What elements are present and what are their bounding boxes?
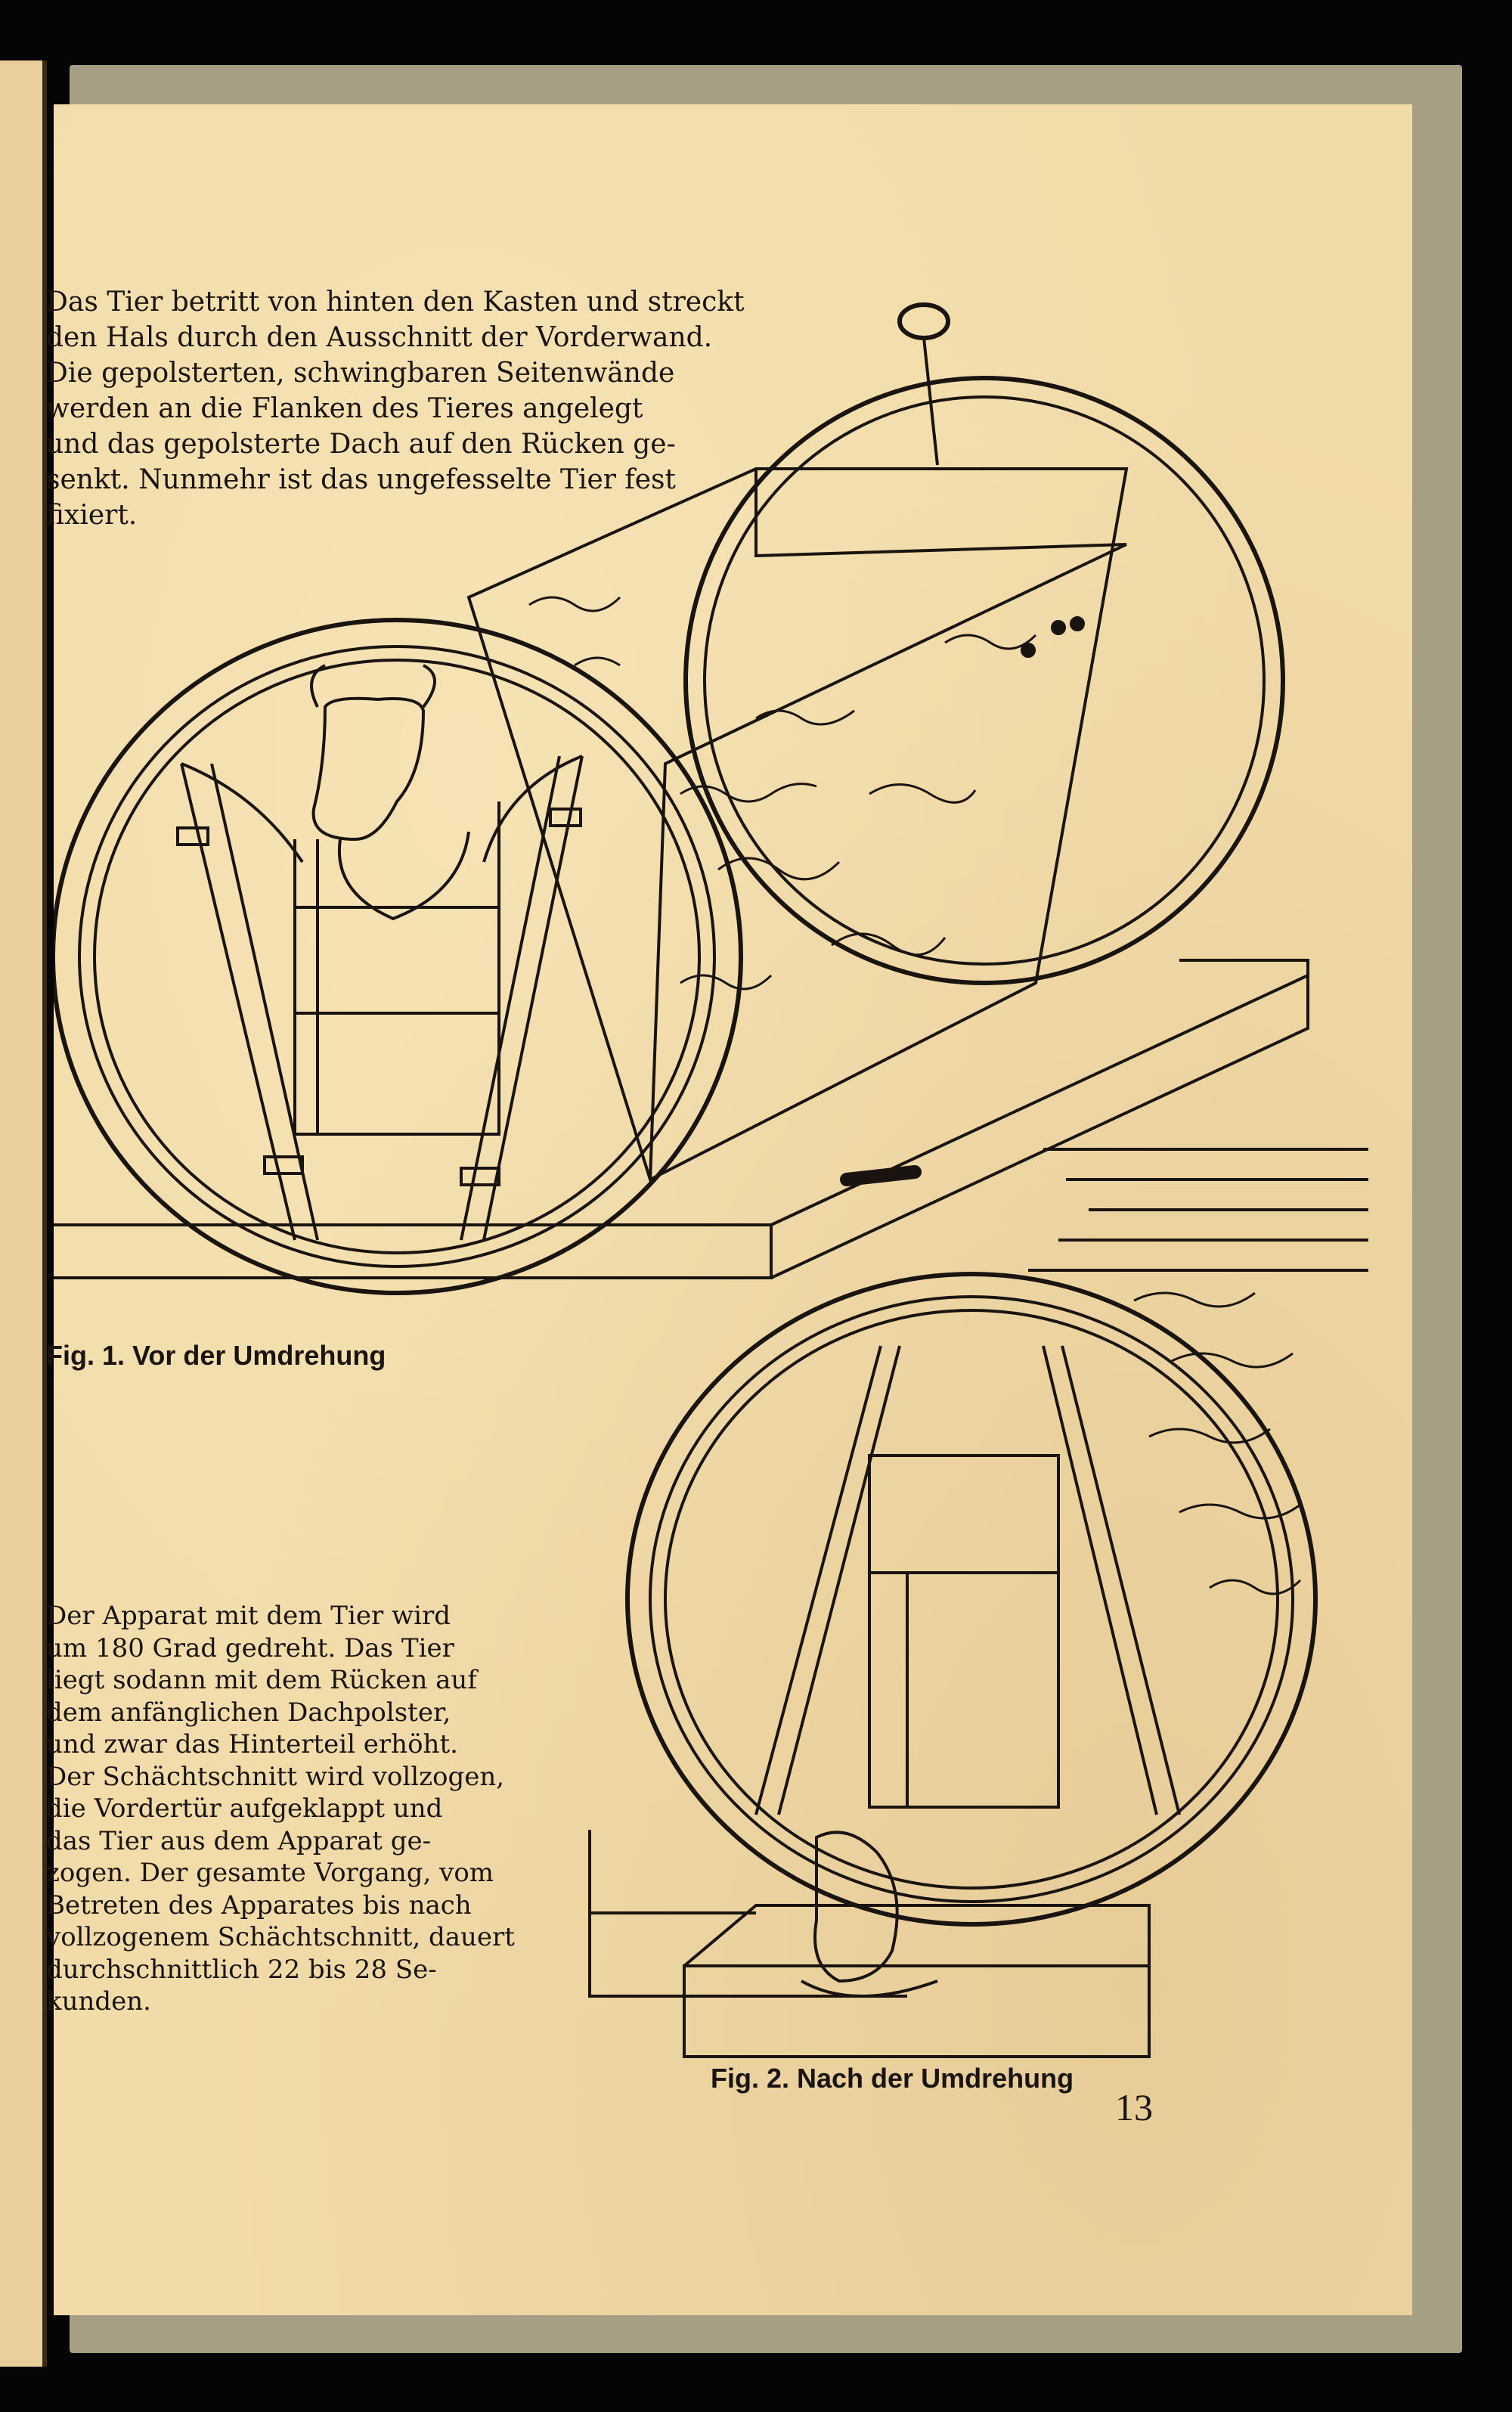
text-line: Der Apparat mit dem Tier wird xyxy=(46,1601,451,1631)
text-line: Der Schächtschnitt wird vollzogen, xyxy=(46,1761,505,1792)
text-line: fixiert. xyxy=(46,500,138,531)
text-line: Das Tier betritt von hinten den Kasten u… xyxy=(46,287,745,318)
figure-1-drawing xyxy=(54,302,1309,1295)
text-line: und zwar das Hinterteil erhöht. xyxy=(46,1729,458,1759)
text-line: den Hals durch den Ausschnitt der Vorder… xyxy=(46,322,713,353)
figure-1-caption: Fig. 1. Vor der Umdrehung xyxy=(46,1340,386,1371)
facing-page-edge xyxy=(0,60,47,2367)
book-page: Das Tier betritt von hinten den Kasten u… xyxy=(46,104,1412,2315)
text-line: und das gepolsterte Dach auf den Rücken … xyxy=(46,429,676,460)
paragraph-after-rotation: Der Apparat mit dem Tier wird um 180 Gra… xyxy=(46,1600,515,2018)
text-line: die Vordertür aufgeklappt und xyxy=(46,1793,443,1824)
figure-2-caption: Fig. 2. Nach der Umdrehung xyxy=(711,2063,1074,2094)
text-line: zogen. Der gesamte Vorgang, vom xyxy=(46,1858,494,1888)
text-line: senkt. Nunmehr ist das ungefesselte Tier… xyxy=(46,464,676,495)
page-number: 13 xyxy=(1115,2086,1153,2128)
text-line: dem anfänglichen Dachpolster, xyxy=(46,1697,451,1728)
text-line: kunden. xyxy=(46,1986,151,2017)
paragraph-before-rotation: Das Tier betritt von hinten den Kasten u… xyxy=(46,284,745,533)
text-line: liegt sodann mit dem Rücken auf xyxy=(46,1665,477,1695)
text-line: durchschnittlich 22 bis 28 Se- xyxy=(46,1954,437,1985)
text-line: um 180 Grad gedreht. Das Tier xyxy=(46,1632,454,1663)
text-line: werden an die Flanken des Tieres angeleg… xyxy=(46,393,643,424)
text-line: das Tier aus dem Apparat ge- xyxy=(46,1825,432,1856)
illustrations xyxy=(54,302,1368,2058)
text-line: Die gepolsterten, schwingbaren Seitenwän… xyxy=(46,358,675,389)
text-line: Betreten des Apparates bis nach xyxy=(46,1890,472,1921)
text-line: vollzogenem Schächtschnitt, dauert xyxy=(46,1922,515,1952)
figure-2-drawing xyxy=(588,1148,1368,2058)
